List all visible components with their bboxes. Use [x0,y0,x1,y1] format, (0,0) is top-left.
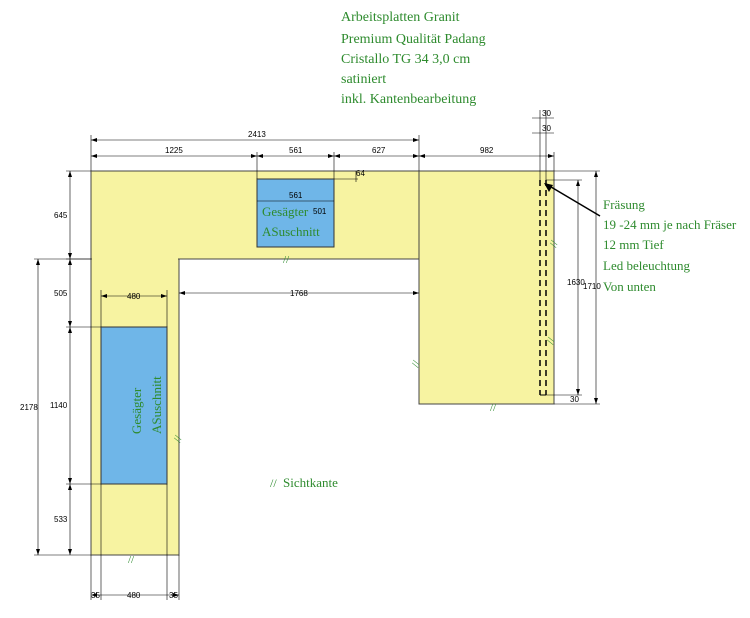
dim-2413: 2413 [248,130,266,139]
header-note-line: Premium Qualität Padang [341,32,486,47]
cutout-left-label-1: Gesägter [129,387,144,434]
slab-top [90,170,420,260]
dim-bottom-35-left: 35 [91,591,100,600]
dim-1630: 1630 [567,278,585,287]
dimension-arrows [36,138,598,597]
dim-64: 64 [356,169,365,178]
cutout-top [256,178,335,248]
visible-edge-mark: // [490,402,497,414]
dimension-lines [34,110,600,600]
dim-30-bottom: 30 [570,395,579,404]
dim-inner-561: 561 [289,191,303,200]
dim-645: 645 [54,211,68,220]
header-note-line: satiniert [341,72,387,87]
dim-561: 561 [289,146,303,155]
dim-inner-501: 501 [313,207,327,216]
cutout-left [100,326,168,485]
dim-982: 982 [480,146,494,155]
header-note-line: Arbeitsplatten Granit [341,10,460,25]
cutout-top-label-1: Gesägter [262,204,309,219]
visible-edge-mark: // [548,238,562,249]
fraesung-note-line: Fräsung [603,197,645,212]
dim-1140: 1140 [50,401,68,410]
legend-text: Sichtkante [283,475,338,490]
dim-1768: 1768 [290,289,308,298]
visible-edge-markers: // // // // // // // [128,238,561,566]
dim-1710: 1710 [583,282,601,291]
dim-30-top: 30 [542,109,551,118]
fraesung-arrow [545,183,601,217]
dim-30-b: 30 [542,124,551,133]
cutout-left-label-2: ASuschnitt [149,376,164,434]
fraesung-note-line: 19 -24 mm je nach Fräser [603,217,737,232]
fraesung-note-line: Von unten [603,279,656,294]
visible-edge-mark: // [128,554,135,566]
dim-627: 627 [372,146,386,155]
cutout-top-label-2: ASuschnitt [262,224,320,239]
header-note-line: inkl. Kantenbearbeitung [341,92,477,107]
dim-2178: 2178 [20,403,38,412]
fraesung-note-line: 12 mm Tief [603,237,664,252]
legend-symbol: // [270,476,277,490]
visible-edge-mark: // [545,335,559,346]
dim-inner-480: 480 [127,292,141,301]
dim-505: 505 [54,289,68,298]
dim-533: 533 [54,515,68,524]
header-note-line: Cristallo TG 34 3,0 cm [341,52,471,67]
dim-1225: 1225 [165,146,183,155]
dim-bottom-480: 480 [127,591,141,600]
visible-edge-mark: // [172,433,186,444]
slab-right [418,170,555,405]
visible-edge-mark: // [410,358,424,369]
slab-joint-cover [92,258,178,260]
dim-bottom-35-right: 35 [169,591,178,600]
visible-edge-mark: // [283,254,290,266]
fraesung-note-line: Led beleuchtung [603,258,690,273]
